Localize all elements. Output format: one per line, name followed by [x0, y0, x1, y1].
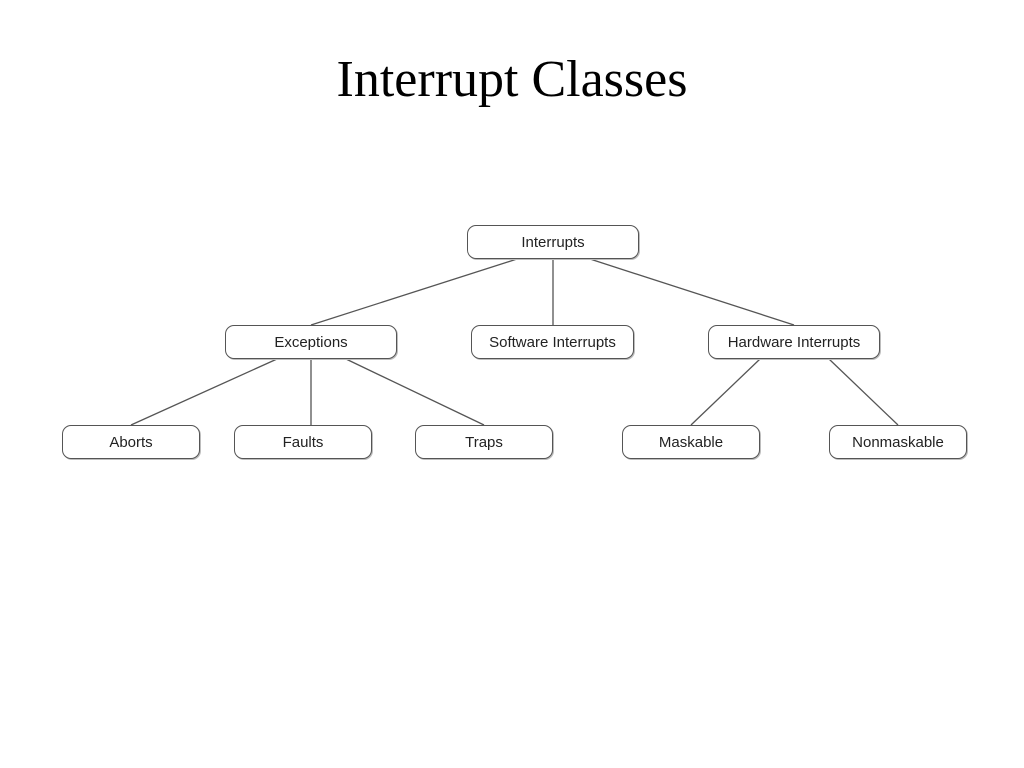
edge-hardware-maskable [690, 358, 761, 426]
node-hardware-interrupts: Hardware Interrupts [708, 325, 880, 359]
slide-title: Interrupt Classes [336, 51, 688, 108]
node-traps: Traps [415, 425, 553, 459]
edge-hardware-nonmaskable [828, 358, 899, 426]
edge-interrupts-hardware [589, 258, 795, 326]
node-exceptions: Exceptions [225, 325, 397, 359]
node-software-interrupts: Software Interrupts [471, 325, 634, 359]
node-interrupts: Interrupts [467, 225, 639, 259]
node-nonmaskable: Nonmaskable [829, 425, 967, 459]
edge-interrupts-exceptions [310, 258, 518, 326]
edge-exceptions-aborts [130, 358, 278, 426]
node-faults: Faults [234, 425, 372, 459]
edge-exceptions-traps [345, 358, 485, 426]
node-maskable: Maskable [622, 425, 760, 459]
node-aborts: Aborts [62, 425, 200, 459]
